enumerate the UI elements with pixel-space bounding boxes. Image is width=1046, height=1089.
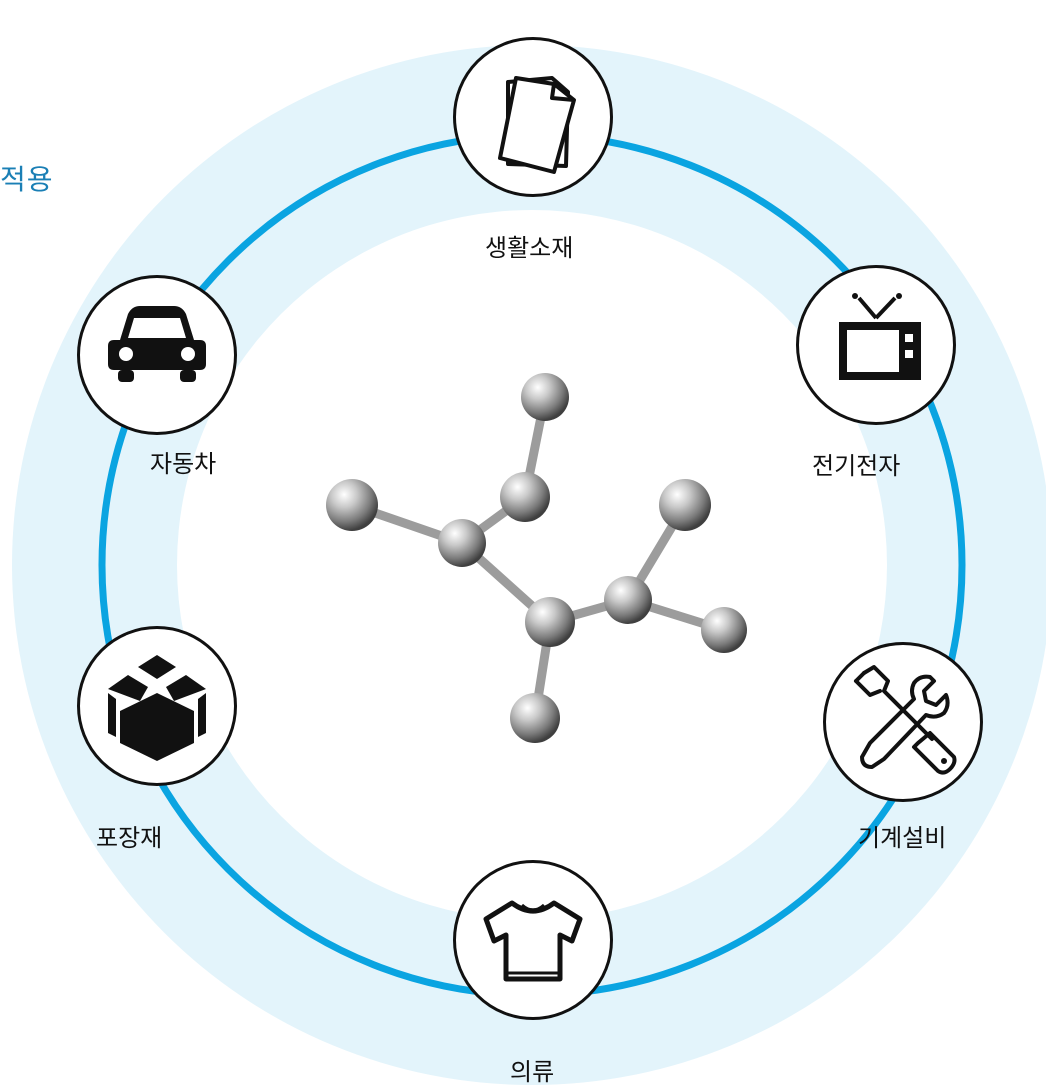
- boxes-icon: [108, 655, 206, 761]
- node-label-automobile: 자동차: [150, 450, 217, 478]
- node-label-machinery: 기계설비: [858, 824, 947, 852]
- molecule-atom: [525, 597, 575, 647]
- section-heading: 적용: [0, 163, 54, 196]
- car-icon: [108, 306, 206, 382]
- tv-icon: [839, 293, 921, 380]
- molecule-atom: [326, 479, 378, 531]
- node-living[interactable]: [453, 37, 613, 197]
- molecule-atom: [604, 576, 652, 624]
- documents-icon: [498, 76, 576, 174]
- node-label-clothing: 의류: [510, 1058, 555, 1086]
- molecule-atom: [510, 693, 560, 743]
- node-label-electronics: 전기전자: [812, 452, 901, 480]
- molecule-atom: [438, 519, 486, 567]
- inner-disc: [177, 210, 887, 920]
- tools-icon: [854, 665, 957, 775]
- molecule-model: [326, 373, 747, 743]
- node-electronics[interactable]: [796, 265, 956, 425]
- molecule-atom: [521, 373, 569, 421]
- tshirt-icon: [483, 900, 583, 982]
- node-packaging[interactable]: [77, 626, 237, 786]
- molecule-atom: [659, 479, 711, 531]
- node-automobile[interactable]: [77, 275, 237, 435]
- node-label-packaging: 포장재: [96, 824, 163, 852]
- molecule-atom: [701, 607, 747, 653]
- node-clothing[interactable]: [453, 860, 613, 1020]
- node-label-living: 생활소재: [485, 234, 574, 262]
- molecule-atom: [500, 472, 550, 522]
- node-machinery[interactable]: [823, 642, 983, 802]
